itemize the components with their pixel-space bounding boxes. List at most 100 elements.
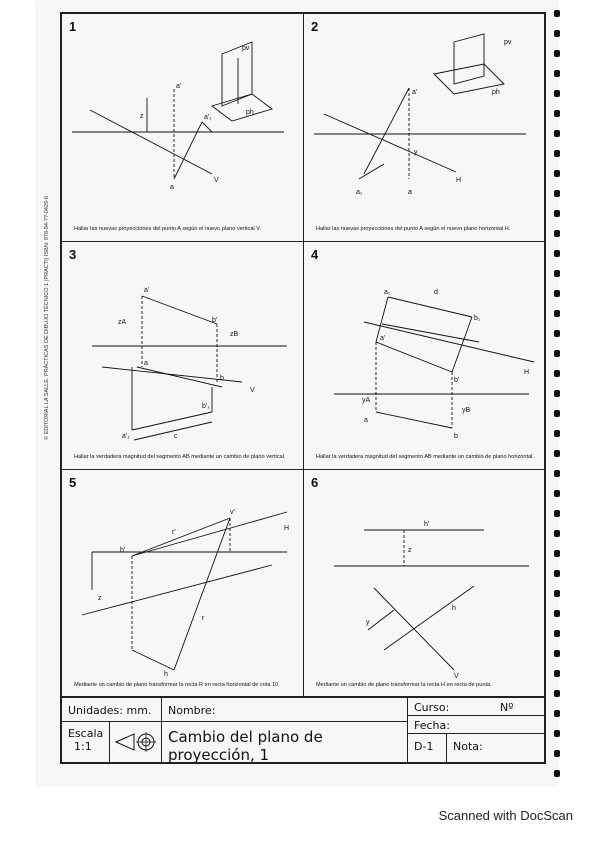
label-b: b (220, 375, 224, 382)
label-h-prime: h' (120, 547, 125, 554)
label-a1-prime: a'₁ (122, 433, 130, 440)
label-line: V (214, 177, 219, 184)
label-b1-prime: b'₁ (202, 403, 210, 410)
projection-symbol-box (110, 722, 162, 762)
exercise-grid: 1 a' a'₁ a V z pv ph Hallar las nuevas p… (60, 12, 546, 698)
binder-hole (554, 510, 560, 517)
label-z: z (140, 113, 144, 120)
course-field[interactable]: Curso:Nº (407, 698, 544, 716)
binder-hole (554, 330, 560, 337)
units-label: Unidades: mm. (62, 698, 162, 722)
exercise-5: 5 v' h' h r' r H z Mediante un cambio de… (62, 470, 304, 698)
date-label: Fecha: (414, 719, 450, 732)
exercise-number: 3 (69, 247, 77, 262)
label-h-prime: h' (424, 521, 429, 528)
binder-hole (554, 710, 560, 717)
label-a-prime: a' (176, 83, 181, 90)
binder-hole (554, 310, 560, 317)
scanned-sheet (37, 0, 557, 785)
label-y: y (366, 619, 370, 626)
label-zb: zB (230, 331, 239, 338)
exercise-4: 4 a' b' a b a₁ b₁ yA yB d H (304, 242, 546, 470)
binder-hole (554, 610, 560, 617)
binder-hole (554, 150, 560, 157)
exercise-number: 4 (311, 247, 319, 262)
exercise-3-caption: Hallar la verdadera magnitud del segment… (74, 454, 286, 460)
exercise-6: 6 h' h V z y Mediante un cambio de plano… (304, 470, 546, 698)
scale-value: 1:1 (74, 740, 92, 753)
label-za: zA (118, 319, 127, 326)
exercise-3: 3 a' b' a b a'₁ b'₁ zA zB c V (62, 242, 304, 470)
exercise-3-drawing: a' b' a b a'₁ b'₁ zA zB c V (92, 287, 287, 441)
binder-hole (554, 750, 560, 757)
scan-credit: Scanned with DocScan (438, 808, 573, 823)
date-field[interactable]: Fecha: (407, 716, 544, 734)
exercise-6-caption: Mediante un cambio de plano transformar … (316, 682, 492, 688)
binder-hole (554, 70, 560, 77)
exercise-5-drawing: v' h' h r' r H z (81, 509, 289, 678)
binder-hole (554, 210, 560, 217)
label-b: b (454, 433, 458, 440)
title-block: Unidades: mm. Nombre: Curso:Nº Fecha: Es… (60, 698, 546, 764)
label-z: z (408, 547, 412, 554)
name-field[interactable]: Nombre: (162, 698, 407, 722)
label-line: H (456, 177, 461, 184)
label-ph: ph (246, 109, 254, 116)
label-a1-prime: a'₁ (204, 114, 212, 121)
exercise-number: 2 (311, 19, 319, 34)
exercise-4-drawing: a' b' a b a₁ b₁ yA yB d H (334, 289, 535, 440)
exercise-2-drawing: a' a a₁ H y pv ph (314, 33, 526, 196)
binder-hole (554, 770, 560, 777)
label-b-prime: b' (454, 377, 459, 384)
label-r: r (202, 615, 205, 622)
spine-copyright: © EDITORIAL LA SALLE. PRÁCTICAS DE DIBUJ… (44, 196, 50, 440)
label-c: c (174, 433, 178, 440)
note-field[interactable]: Nota: (447, 734, 544, 762)
note-label: Nota: (453, 740, 483, 753)
binder-hole (554, 350, 560, 357)
label-ya: yA (362, 397, 371, 404)
binder-hole (554, 130, 560, 137)
label-a: a (364, 417, 368, 424)
scale-box: Escala 1:1 (62, 722, 110, 762)
binder-hole (554, 530, 560, 537)
label-line: H (284, 525, 289, 532)
exercise-number: 1 (69, 19, 77, 34)
binder-hole (554, 730, 560, 737)
binder-holes (554, 0, 564, 785)
number-label: Nº (500, 701, 514, 714)
exercise-5-caption: Mediante un cambio de plano transformar … (74, 682, 280, 688)
binder-hole (554, 650, 560, 657)
label-pv: pv (242, 45, 250, 52)
label-a1: a₁ (384, 289, 391, 296)
exercise-1: 1 a' a'₁ a V z pv ph Hallar las nuevas p… (62, 14, 304, 242)
binder-hole (554, 290, 560, 297)
label-b-prime: b' (212, 317, 217, 324)
label-a: a (408, 189, 412, 196)
drawing-title: Cambio del plano de proyección, 1 (168, 728, 323, 764)
label-ph: ph (492, 89, 500, 96)
exercise-2: 2 a' a a₁ H y pv ph Hallar las nuevas pr… (304, 14, 546, 242)
exercise-1-drawing: a' a'₁ a V z pv ph (72, 41, 284, 191)
binder-hole (554, 630, 560, 637)
binder-hole (554, 90, 560, 97)
binder-hole (554, 390, 560, 397)
exercise-2-caption: Hallar las nuevas proyecciones del punto… (316, 226, 511, 232)
binder-hole (554, 670, 560, 677)
binder-hole (554, 550, 560, 557)
binder-hole (554, 50, 560, 57)
label-a: a (170, 184, 174, 191)
label-b1: b₁ (474, 315, 481, 322)
binder-hole (554, 170, 560, 177)
sheet-code: D-1 (407, 734, 447, 762)
exercise-1-caption: Hallar las nuevas proyecciones del punto… (74, 226, 261, 232)
label-a-prime: a' (380, 335, 385, 342)
binder-hole (554, 490, 560, 497)
label-line: V (250, 387, 255, 394)
binder-hole (554, 470, 560, 477)
label-pv: pv (504, 39, 512, 46)
exercise-number: 6 (311, 475, 319, 490)
label-a: a (144, 360, 148, 367)
label-line: H (524, 369, 529, 376)
first-angle-projection-icon (114, 732, 156, 752)
